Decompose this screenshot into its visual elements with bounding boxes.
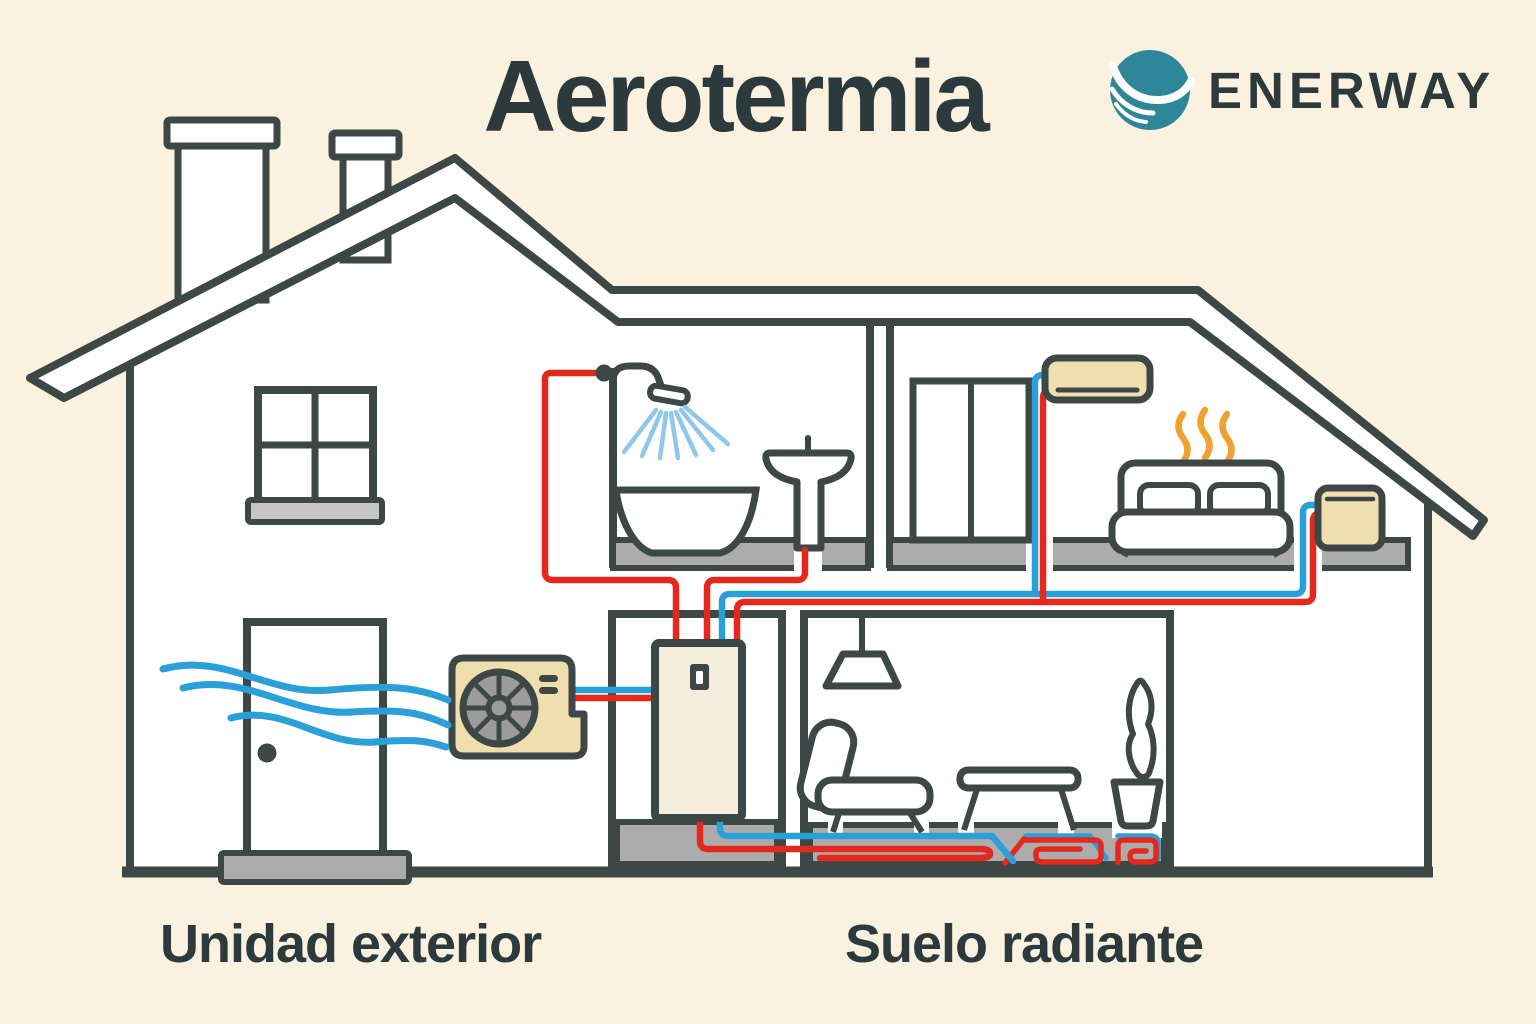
pipe-floor-red [696, 812, 994, 862]
outdoor-heat-pump-unit [448, 654, 588, 760]
ac-unit-icon [1041, 354, 1154, 404]
wardrobe-icon [909, 377, 1033, 544]
label-exterior-unit: Unidad exterior [160, 914, 542, 974]
air-waves-icon [159, 661, 452, 751]
brand-logo: ENERWAY [1109, 50, 1495, 130]
pipe-sink [703, 546, 809, 652]
roof [26, 154, 1488, 540]
armchair-icon [796, 718, 934, 834]
indoor-boiler-unit [651, 639, 746, 822]
boiler-display-tick [696, 671, 703, 684]
window-sill [245, 497, 385, 525]
bathtub-icon [612, 486, 760, 557]
vent-slot [539, 675, 558, 682]
pipe-heating-blue [718, 501, 1326, 652]
window-icon [245, 386, 385, 525]
radiator-icon [1314, 484, 1386, 552]
shower-spray [621, 404, 731, 461]
pipe-shower [541, 369, 680, 652]
shower-head-icon [647, 382, 691, 407]
bed-icon [1108, 459, 1294, 558]
shower-icon [609, 362, 731, 461]
coffee-table-icon [956, 766, 1082, 831]
table-top [956, 766, 1082, 792]
wave-sphere-icon [1110, 50, 1190, 130]
door-knob-icon [257, 743, 277, 763]
chair-seat [814, 776, 934, 816]
fan-icon [459, 668, 539, 748]
bed-mattress [1108, 508, 1294, 556]
sink-icon [762, 435, 855, 552]
radiant-floor-coil [1002, 833, 1161, 866]
plant-pot [1110, 778, 1164, 830]
door-step [218, 850, 412, 885]
vent-slot [539, 687, 558, 694]
label-radiant-floor: Suelo radiante [845, 914, 1203, 974]
page-title: Aerotermia [483, 41, 990, 153]
heat-waves-icon [1175, 406, 1235, 466]
pendant-lamp-icon [822, 616, 902, 690]
door-icon [218, 618, 412, 885]
brand-name: ENERWAY [1208, 62, 1495, 119]
chimney-large-icon [163, 116, 281, 304]
plant-icon [1110, 677, 1164, 830]
pipe-floor-blue [716, 812, 1017, 865]
shower-valve-icon [595, 364, 613, 382]
